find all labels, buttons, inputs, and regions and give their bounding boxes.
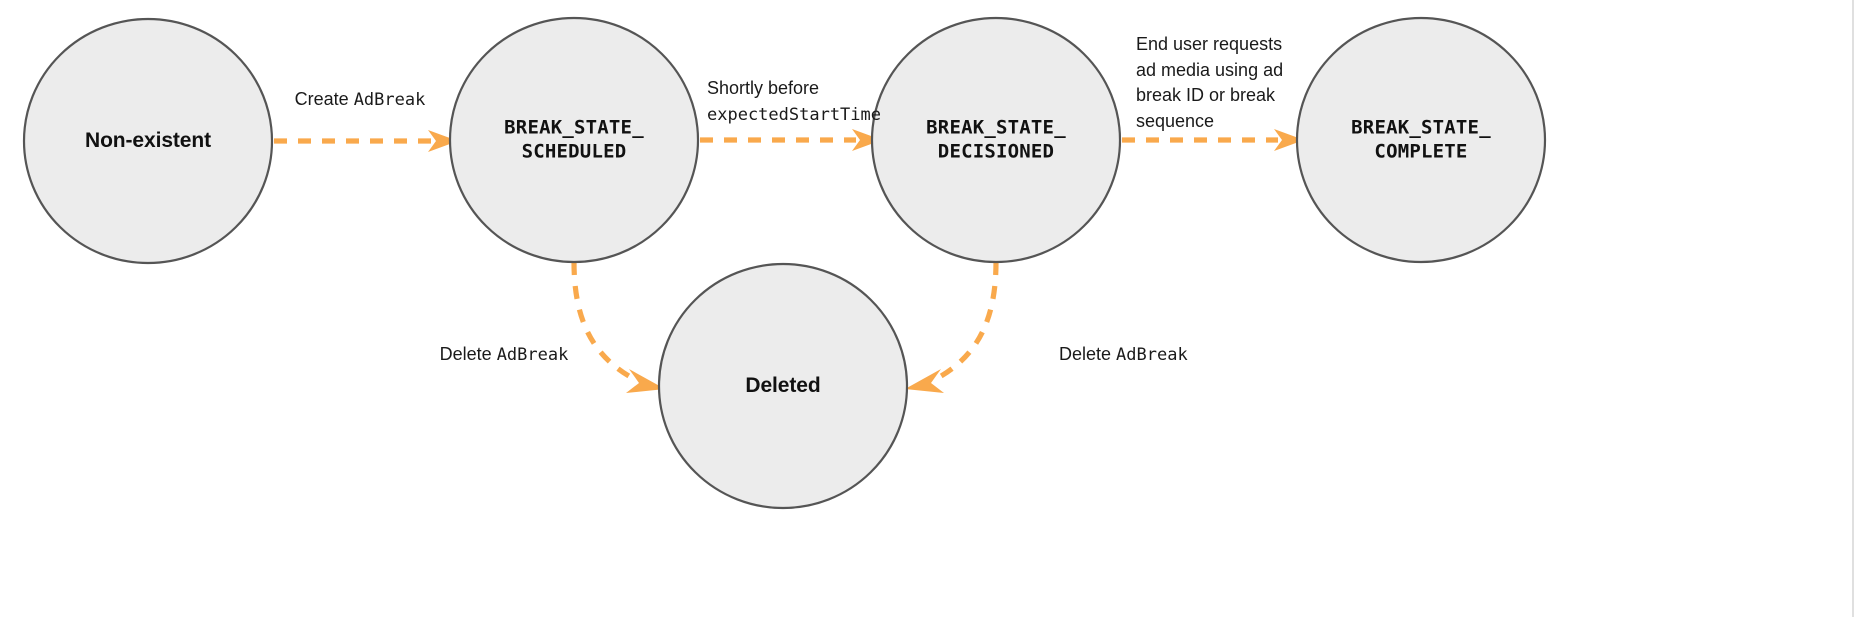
node-break-state-complete[interactable] (1295, 16, 1547, 264)
edge-create-adbreak (274, 130, 458, 152)
node-non-existent[interactable] (22, 17, 274, 265)
edge-end-user-requests-ad-media (1122, 129, 1304, 151)
edge-shortly-before-expected-start-time (700, 129, 882, 151)
edge-delete-adbreak-from-decisioned (905, 261, 999, 393)
node-break-state-scheduled[interactable] (448, 16, 700, 264)
node-break-state-decisioned[interactable] (870, 16, 1122, 264)
edge-delete-adbreak-from-scheduled (571, 261, 665, 393)
node-deleted[interactable] (657, 262, 909, 510)
